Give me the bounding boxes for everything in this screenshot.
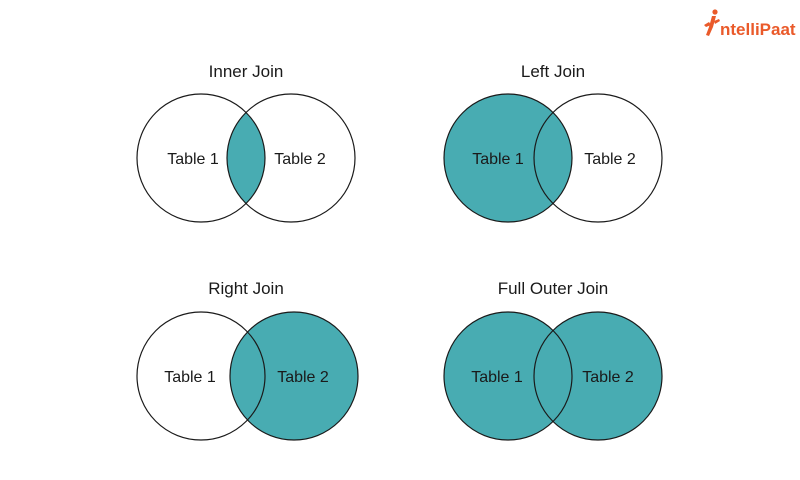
running-figure-icon [704,9,720,36]
table2-filled-region [534,312,662,440]
diagram-title: Left Join [521,62,585,81]
table1-label: Table 1 [471,369,523,386]
diagram-title: Right Join [208,279,284,298]
table1-circle [136,311,266,441]
table2-label: Table 2 [274,151,326,168]
table2-circle [226,93,356,223]
inner-join-diagram: Inner Join Table 1 Table 2 [136,62,356,223]
table2-circle [533,93,663,223]
table1-circle [443,93,573,223]
table1-label: Table 1 [167,151,219,168]
table2-circle [533,311,663,441]
table1-label: Table 1 [164,369,216,386]
full-outer-join-diagram: Full Outer Join Table 1 Table 2 [443,279,663,441]
table2-label: Table 2 [277,369,329,386]
table1-circle [136,93,266,223]
intellipaat-logo: ntelliPaat [704,9,796,39]
table1-filled-region [444,94,572,222]
table2-label: Table 2 [582,369,634,386]
diagram-title: Inner Join [209,62,284,81]
table2-filled-region [230,312,358,440]
diagram-title: Full Outer Join [498,279,609,298]
logo-wordmark: ntelliPaat [720,20,796,39]
table1-label: Table 1 [472,151,524,168]
table2-circle [229,311,359,441]
right-join-diagram: Right Join Table 1 Table 2 [136,279,359,441]
table2-label: Table 2 [584,151,636,168]
table1-filled-region [444,312,572,440]
left-join-diagram: Left Join Table 1 Table 2 [443,62,663,223]
table1-circle [443,311,573,441]
